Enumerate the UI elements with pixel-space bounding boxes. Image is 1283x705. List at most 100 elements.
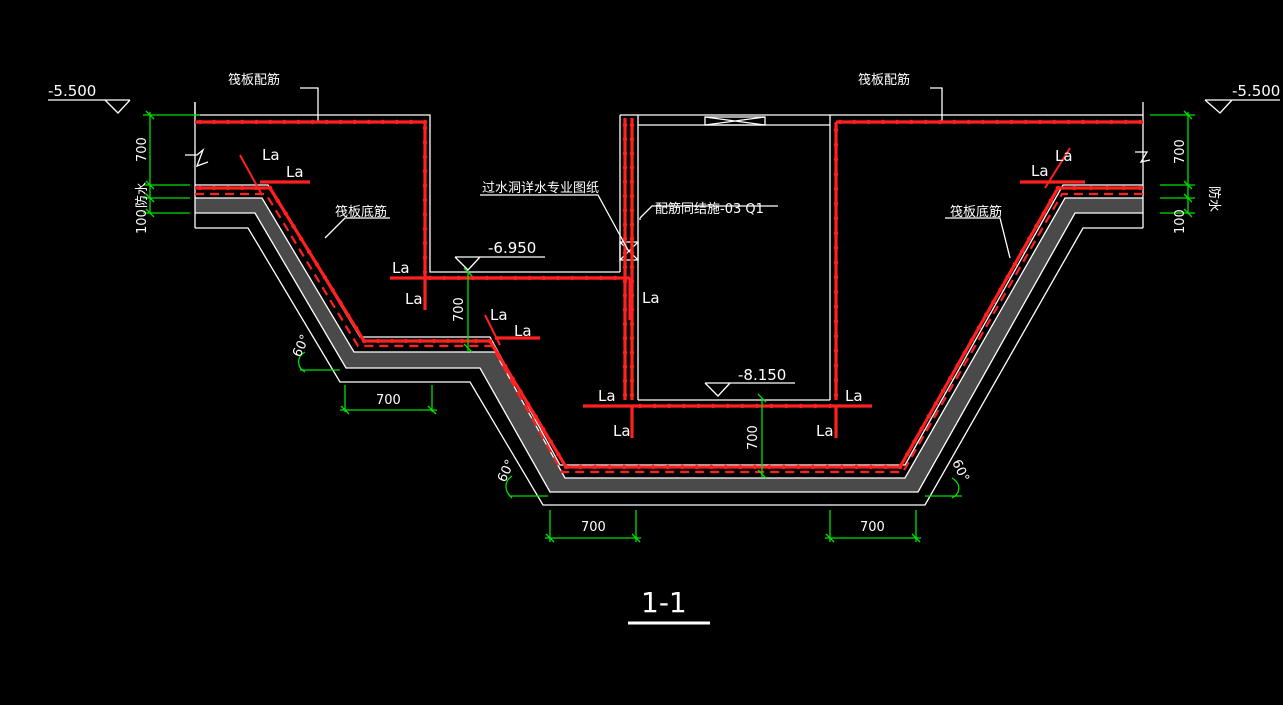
rebar-dot <box>1009 119 1014 125</box>
rebar-dot <box>969 338 974 343</box>
rebar-dot <box>470 275 475 281</box>
rebar-dot <box>267 185 273 191</box>
rebar-dot <box>923 119 928 125</box>
rebar-dot <box>622 378 628 383</box>
rebar-dot <box>622 165 628 170</box>
rebar-dot <box>310 119 315 125</box>
rebar-dot <box>810 464 816 470</box>
rebar-dot <box>980 119 986 125</box>
rebar-dot <box>1052 119 1057 125</box>
dim-700-h1: 700 <box>376 393 401 408</box>
rebar-dot <box>984 312 989 317</box>
rebar-dot <box>976 325 982 330</box>
rebar-dot <box>629 250 635 256</box>
rebar-dot <box>833 172 839 177</box>
rebar-dot <box>622 264 628 270</box>
rebar-dot <box>880 119 886 125</box>
rebar-dot <box>909 119 914 125</box>
rebar-dot <box>622 151 628 156</box>
rebar-dot <box>621 464 627 470</box>
rebar-dot <box>866 119 871 125</box>
rebar-dot <box>767 464 772 470</box>
rebar-dot <box>905 452 910 457</box>
rebar-dot <box>622 336 628 341</box>
dim-700-right-v: 700 <box>1173 139 1188 164</box>
rebar-dot <box>926 414 931 419</box>
rebar-dot <box>456 275 461 281</box>
rebar-dot <box>459 338 465 344</box>
rebar-dot <box>592 464 598 470</box>
rebar-dot <box>1137 119 1143 125</box>
rebar-dot <box>352 119 357 125</box>
rebar-dot <box>710 403 716 409</box>
rebar-dot <box>629 307 635 312</box>
rebar-dot <box>833 201 839 206</box>
rebar-dot <box>813 403 818 409</box>
rebar-dot <box>723 464 728 470</box>
rebar-dot <box>629 193 635 199</box>
rebar-dot <box>598 275 603 281</box>
rebar-dot <box>784 403 789 409</box>
level-mid: -6.950 <box>488 239 536 257</box>
rebar-dot <box>937 119 943 125</box>
rebar-dot <box>694 464 699 470</box>
rebar-dot <box>629 321 635 327</box>
rebar-dot <box>422 226 428 231</box>
rebar-dot <box>629 122 635 128</box>
rebar-dot <box>833 348 839 353</box>
rebar-dot <box>894 119 900 125</box>
rebar-dot <box>499 275 504 281</box>
rebar-dot <box>833 392 839 398</box>
rebar-dot <box>1088 185 1094 191</box>
rebar-dot <box>833 319 839 324</box>
rebar-dot <box>681 403 686 409</box>
la-label: La <box>405 290 423 308</box>
rebar-dot <box>833 127 839 133</box>
rebar-dot <box>487 338 493 344</box>
rebar-dot <box>307 249 312 254</box>
rebar-dot <box>1034 223 1039 229</box>
note-culvert: 过水洞详水专业图纸 <box>482 181 599 196</box>
rebar-dot <box>833 378 839 383</box>
rebar-dot <box>629 336 635 341</box>
rebar-dot <box>622 293 628 298</box>
rebar-dot <box>518 389 523 394</box>
level-low: -8.150 <box>738 366 786 384</box>
rebar-dot <box>622 208 628 213</box>
rebar-dot <box>854 464 859 470</box>
rebar-dot <box>422 154 428 159</box>
rebar-dot <box>629 137 635 142</box>
rebar-dot <box>629 264 635 270</box>
rebar-dot <box>798 403 803 409</box>
la-label: La <box>286 163 304 181</box>
la-label: La <box>490 306 508 324</box>
la-label: La <box>1055 147 1073 165</box>
rebar-dot <box>1027 236 1032 241</box>
rebar-dot <box>833 304 839 309</box>
rebar-dot <box>533 414 538 419</box>
level-top-right: -5.500 <box>1232 82 1280 100</box>
rebar-dot <box>1019 249 1025 254</box>
rebar-dot <box>868 464 874 470</box>
rebar-dot <box>380 119 385 125</box>
rebar-dot <box>427 275 433 281</box>
note-raft-rebar-left: 筏板配筋 <box>228 72 280 88</box>
rebar-dot <box>833 230 839 236</box>
rebar-dot <box>503 364 508 369</box>
rebar-dot <box>389 338 395 344</box>
rebar-dot <box>948 376 953 381</box>
rebar-dot <box>629 208 635 213</box>
la-label: La <box>816 422 834 440</box>
rebar-dot <box>629 151 635 156</box>
rebar-dot <box>1105 185 1110 191</box>
rebar-dot <box>952 119 957 125</box>
rebar-dot <box>696 403 701 409</box>
rebar-dot <box>754 403 760 409</box>
rebar-dot <box>548 439 553 444</box>
rebar-dot <box>578 464 583 470</box>
note-raft-bottom-right: 筏板底筋 <box>950 204 1002 220</box>
leaders <box>324 194 1011 259</box>
la-label: La <box>642 289 660 307</box>
rebar-dot <box>622 279 628 284</box>
